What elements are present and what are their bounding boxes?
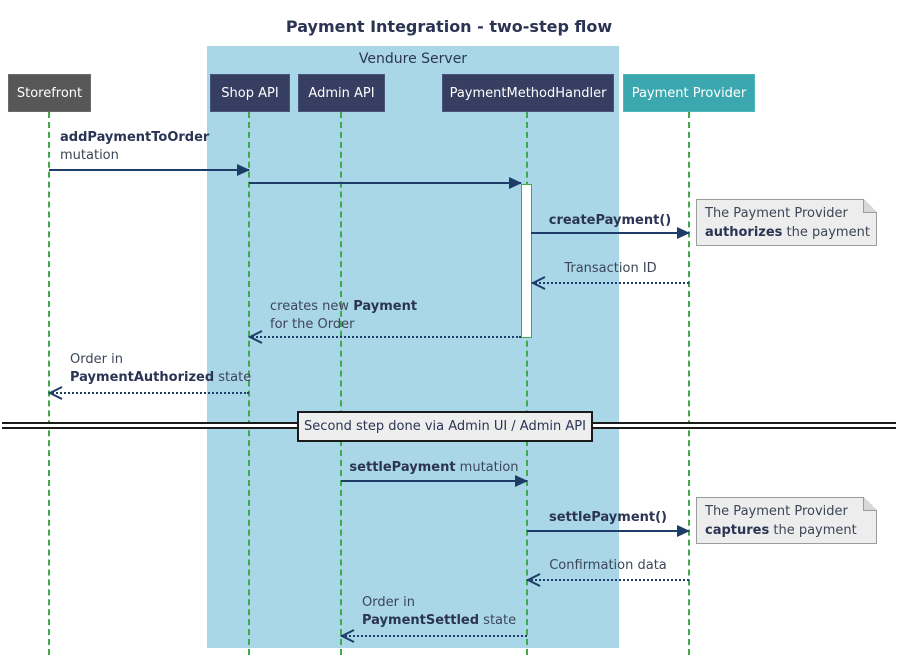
arrowhead-left-icon [530, 276, 546, 290]
participant-shop-api: Shop API [210, 74, 290, 112]
message-text: settlePayment() [549, 510, 667, 525]
label-settle-call: settlePayment() [527, 509, 689, 527]
arrow-order-authorized [47, 386, 249, 400]
participant-label: Shop API [221, 85, 279, 101]
message-text: Order in [70, 352, 123, 367]
arrowhead-left-icon [47, 386, 63, 400]
participant-label: Storefront [16, 85, 83, 101]
participant-storefront: Storefront [8, 74, 91, 112]
lifeline-admin-api [340, 112, 342, 655]
message-text: state [214, 370, 252, 385]
lifeline-payment-provider [688, 112, 690, 655]
message-text: PaymentSettled [362, 613, 480, 628]
arrowhead-left-icon [525, 573, 541, 587]
lifeline-storefront [48, 112, 50, 655]
message-text: addPaymentToOrder [60, 130, 210, 145]
message-text: Confirmation data [549, 558, 667, 573]
message-text: for the Order [270, 317, 355, 332]
page-title: Payment Integration - two-step flow [285, 17, 613, 36]
note-authorize: The Payment Provider authorizes the paym… [696, 199, 877, 246]
arrow-add-payment [49, 164, 250, 176]
activation-bar-payment-method-handler [521, 184, 532, 338]
label-settle-mutation: settlePayment mutation [341, 459, 527, 477]
divider-box: Second step done via Admin UI / Admin AP… [297, 411, 593, 442]
arrow-order-settled [339, 629, 527, 643]
arrow-confirmation [525, 573, 689, 587]
lifeline-shop-api [248, 112, 250, 655]
participant-admin-api: Admin API [298, 74, 385, 112]
note-text: The Payment Provider [705, 504, 848, 519]
divider-label: Second step done via Admin UI / Admin AP… [304, 419, 586, 434]
arrowhead-left-icon [247, 330, 263, 344]
note-text: the payment [769, 523, 857, 538]
label-transaction-id: Transaction ID [532, 260, 689, 278]
label-add-payment: addPaymentToOrder mutation [60, 129, 209, 165]
note-text: captures [705, 523, 770, 538]
arrow-create-payment [531, 227, 690, 239]
participant-label: Admin API [308, 85, 375, 101]
participant-label: Payment Provider [631, 85, 747, 101]
arrow-transaction-id [530, 276, 689, 290]
message-text: settlePayment [349, 460, 456, 475]
note-capture: The Payment Provider captures the paymen… [696, 497, 877, 544]
note-fold-icon [863, 199, 877, 213]
note-text: the payment [782, 225, 870, 240]
vendure-server-frame-label: Vendure Server [358, 51, 468, 67]
message-text: state [479, 613, 517, 628]
message-text: mutation [455, 460, 519, 475]
note-fold-icon [863, 497, 877, 511]
participant-label: PaymentMethodHandler [449, 85, 607, 101]
arrowhead-right-icon [515, 475, 528, 487]
arrow-settle-call [527, 525, 690, 537]
message-text: mutation [60, 148, 119, 163]
label-create-payment: createPayment() [531, 212, 689, 230]
label-order-settled: Order in PaymentSettled state [362, 594, 516, 630]
lifeline-payment-method-handler [526, 112, 528, 655]
message-text: creates new [270, 299, 354, 314]
arrowhead-right-icon [237, 164, 250, 176]
arrow-shop-to-handler [249, 177, 522, 189]
arrowhead-right-icon [677, 525, 690, 537]
arrowhead-right-icon [677, 227, 690, 239]
vendure-server-frame [207, 46, 619, 648]
message-text: createPayment() [548, 213, 672, 228]
label-creates-payment: creates new Payment for the Order [270, 298, 417, 334]
arrow-settle-mutation [341, 475, 528, 487]
note-text: The Payment Provider [705, 206, 848, 221]
note-text: authorizes [705, 225, 783, 240]
arrow-creates-payment [247, 330, 521, 344]
participant-payment-method-handler: PaymentMethodHandler [442, 74, 614, 112]
label-confirmation: Confirmation data [527, 557, 689, 575]
message-text: Transaction ID [564, 261, 657, 276]
message-text: Order in [362, 595, 415, 610]
arrowhead-left-icon [339, 629, 355, 643]
message-text: Payment [353, 299, 418, 314]
label-order-authorized: Order in PaymentAuthorized state [70, 351, 251, 387]
participant-payment-provider: Payment Provider [623, 74, 755, 112]
message-text: PaymentAuthorized [70, 370, 215, 385]
arrowhead-right-icon [509, 177, 522, 189]
